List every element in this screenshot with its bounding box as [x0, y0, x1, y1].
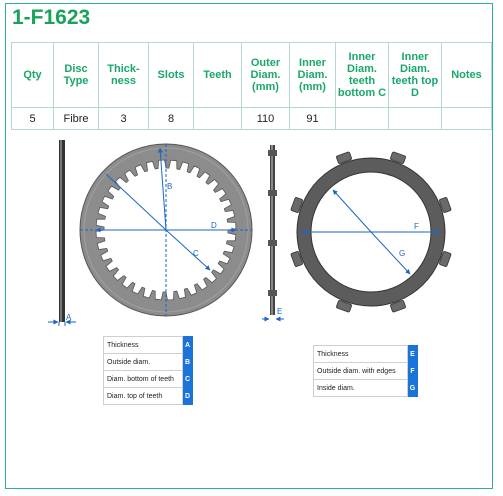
legend-row: Diam. bottom of teeth C — [103, 370, 193, 388]
legend-code: B — [182, 353, 193, 371]
cell-outer-diam: 110 — [241, 107, 290, 130]
legend-label: Outside diam. — [103, 353, 183, 371]
header-outer-diam: Outer Diam. (mm) — [241, 42, 290, 108]
page-title: 1-F1623 — [12, 6, 91, 29]
steel-disc-front-view: B C D — [79, 143, 253, 317]
legend-label: Thickness — [103, 336, 183, 354]
cell-thickness: 3 — [98, 107, 149, 130]
header-notes: Notes — [441, 42, 492, 108]
cell-disc-type: Fibre — [53, 107, 99, 130]
cell-notes — [441, 107, 492, 130]
page-frame — [5, 3, 493, 489]
header-inner-diam-teeth-top: Inner Diam. teeth top D — [388, 42, 442, 108]
dim-label-g: G — [399, 249, 405, 258]
spec-header-row: Qty Disc Type Thick-ness Slots Teeth Out… — [11, 42, 492, 108]
legend-code: D — [182, 387, 193, 405]
header-inner-diam-teeth-bottom: Inner Diam. teeth bottom C — [335, 42, 389, 108]
legend-row: Thickness E — [313, 345, 418, 363]
dim-label-d: D — [211, 221, 217, 230]
header-teeth: Teeth — [193, 42, 242, 108]
cell-qty: 5 — [11, 107, 54, 130]
legend-code: A — [182, 336, 193, 354]
legend-row: Thickness A — [103, 336, 193, 354]
disc-tab — [290, 197, 303, 213]
legend-code: E — [407, 345, 418, 363]
legend-label: Inside diam. — [313, 379, 408, 397]
disc-tab — [336, 151, 352, 164]
spec-data-row: 5 Fibre 3 8 110 91 — [11, 107, 492, 130]
legend-label: Thickness — [313, 345, 408, 363]
legend-label: Diam. top of teeth — [103, 387, 183, 405]
spec-table: Qty Disc Type Thick-ness Slots Teeth Out… — [11, 42, 492, 130]
legend-row: Inside diam. G — [313, 379, 418, 397]
disc-tab — [390, 151, 406, 164]
legend-row: Outside diam. with edges F — [313, 362, 418, 380]
legend-code: C — [182, 370, 193, 388]
disc-tab — [290, 251, 303, 267]
legend-steel-disc: Thickness A Outside diam. B Diam. bottom… — [103, 336, 193, 405]
disc-tab — [336, 300, 352, 313]
legend-label: Outside diam. with edges — [313, 362, 408, 380]
fibre-disc-side-view: E — [262, 145, 284, 322]
steel-disc-side-view: A — [48, 140, 76, 326]
disc-tab — [439, 197, 452, 213]
legend-fibre-disc: Thickness E Outside diam. with edges F I… — [313, 345, 418, 397]
fibre-disc-front-view: F G — [290, 151, 452, 313]
legend-code: G — [407, 379, 418, 397]
legend-row: Outside diam. B — [103, 353, 193, 371]
dim-label-a: A — [66, 313, 72, 322]
dim-label-c: C — [193, 249, 199, 258]
legend-code: F — [407, 362, 418, 380]
disc-tab — [439, 251, 452, 267]
header-inner-diam: Inner Diam. (mm) — [289, 42, 336, 108]
header-slots: Slots — [148, 42, 194, 108]
disc-tab — [390, 300, 406, 313]
header-disc-type: Disc Type — [53, 42, 99, 108]
header-qty: Qty — [11, 42, 54, 108]
legend-label: Diam. bottom of teeth — [103, 370, 183, 388]
dim-label-f: F — [414, 222, 419, 231]
dim-label-b: B — [167, 182, 172, 191]
dim-label-e: E — [277, 307, 282, 316]
legend-row: Diam. top of teeth D — [103, 387, 193, 405]
